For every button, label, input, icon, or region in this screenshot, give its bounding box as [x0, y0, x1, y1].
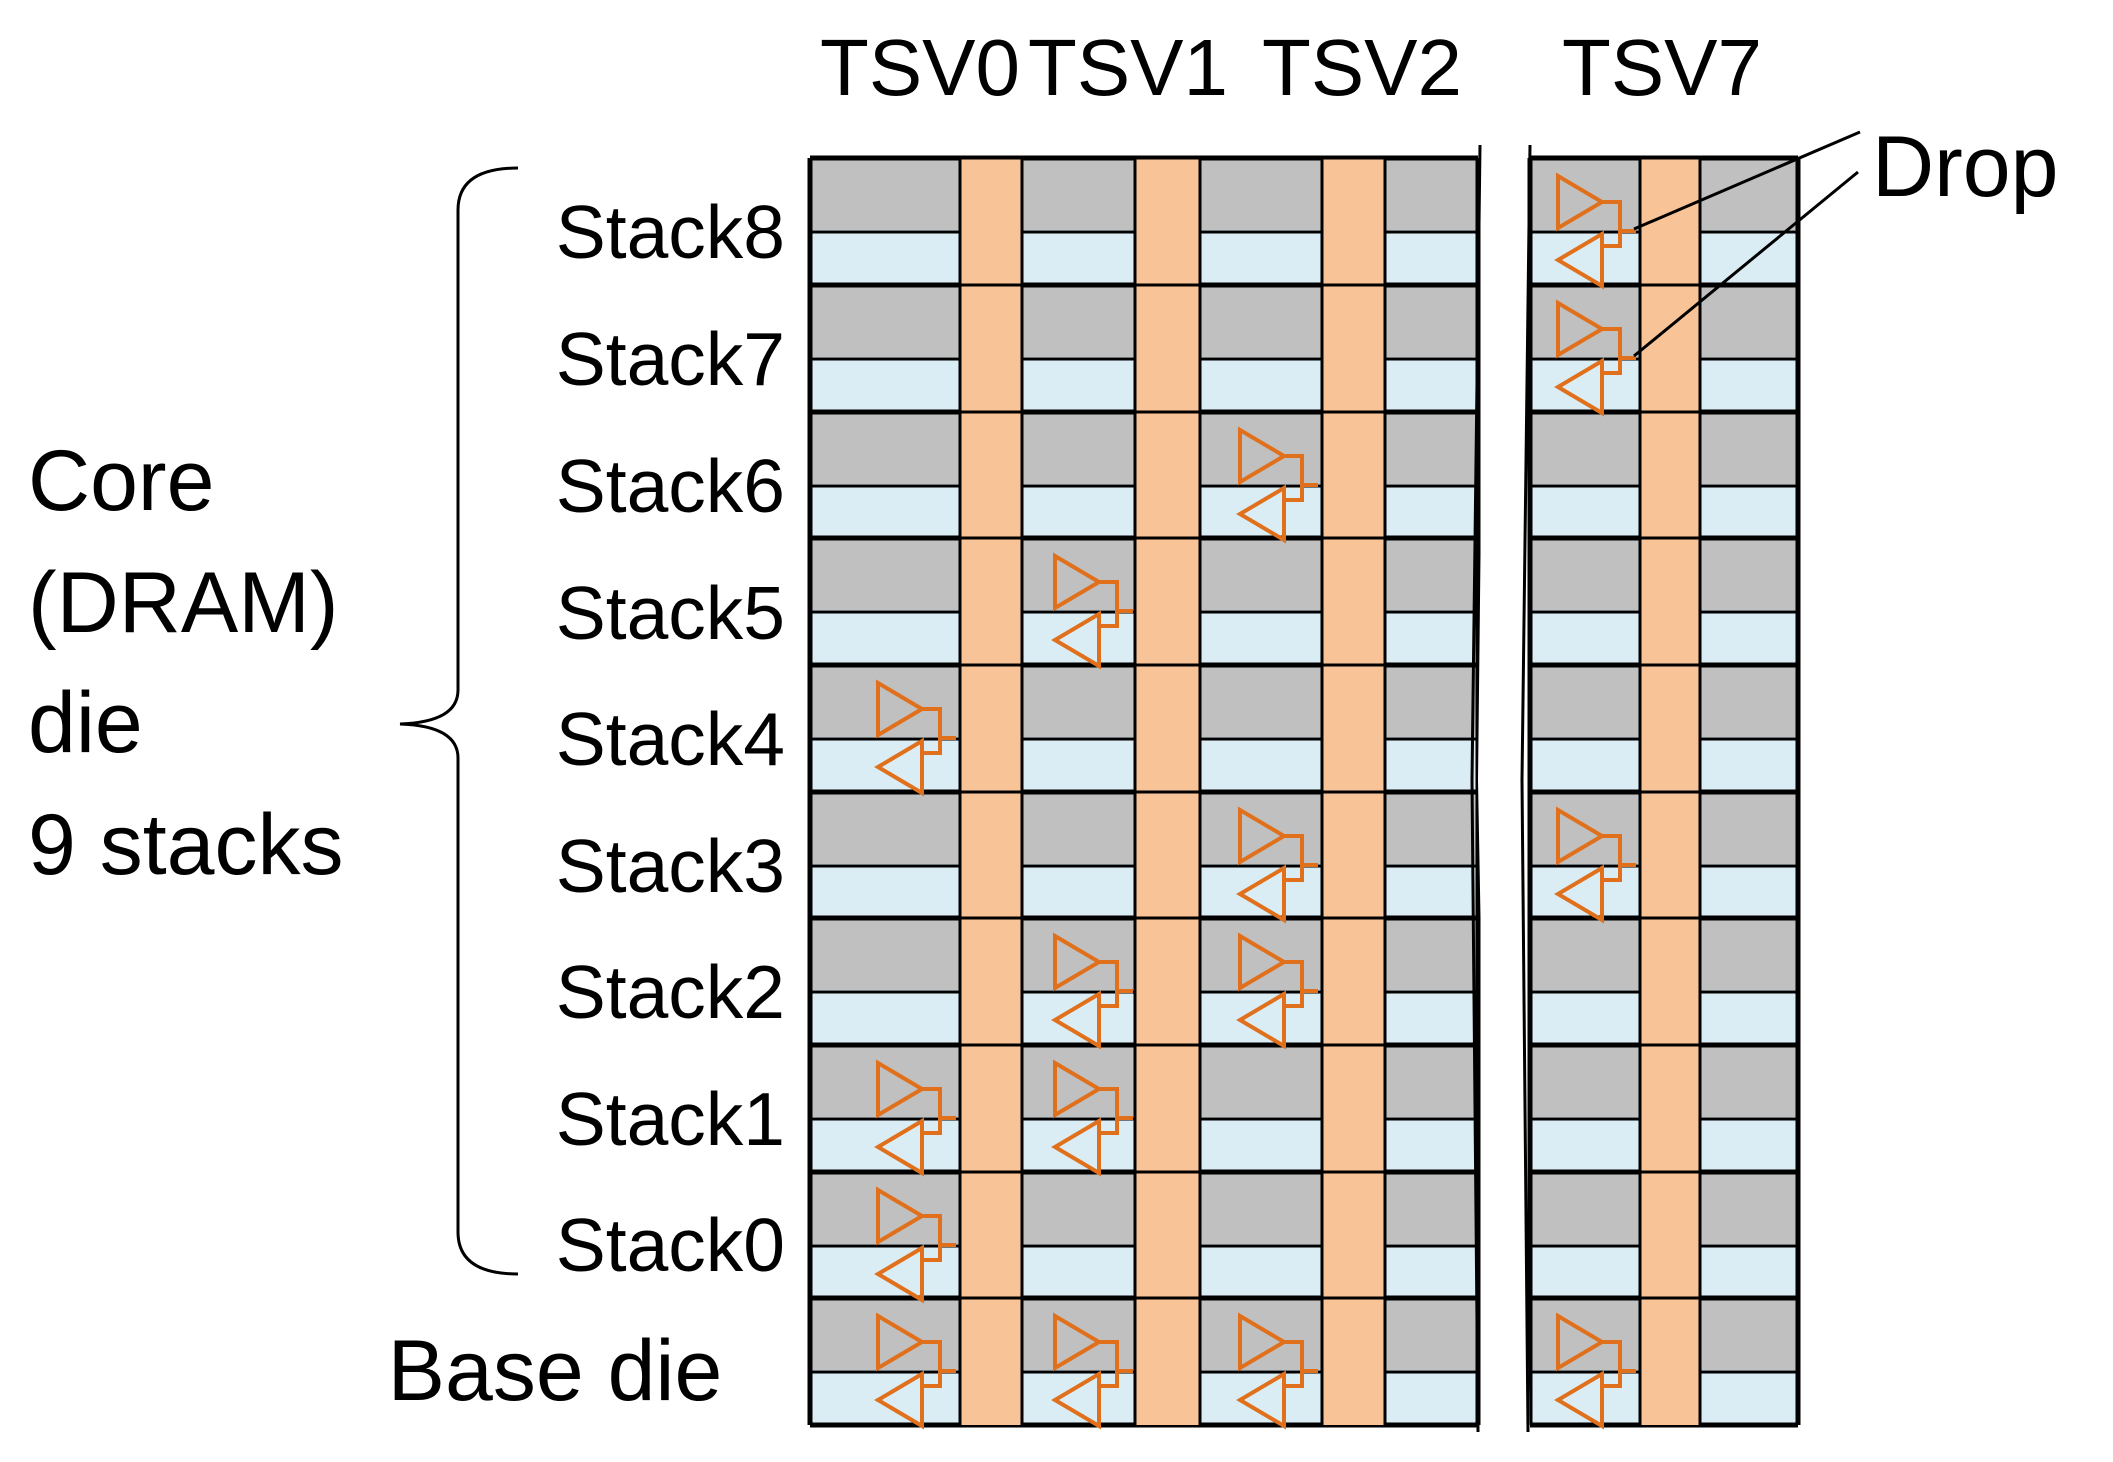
driver-wire [1099, 1087, 1119, 1135]
driver-wire [922, 1087, 942, 1135]
base-die-label: Base die [388, 1323, 723, 1419]
tsv-label-7: TSV7 [1562, 23, 1762, 112]
rx-buffer-icon [1554, 357, 1604, 417]
rx-buffer-icon [874, 1117, 924, 1177]
rx-buffer-icon [874, 1244, 924, 1304]
drop-leader-line [1633, 170, 1859, 358]
tsv-column-tsv1 [1133, 156, 1202, 1425]
tx-buffer-icon [1556, 299, 1606, 359]
core-label-line3: die [28, 675, 143, 771]
rx-buffer-icon [1051, 1370, 1101, 1430]
driver-wire [1284, 834, 1304, 882]
tx-buffer-icon [1053, 1312, 1103, 1372]
stack-label-8: Stack8 [556, 190, 785, 274]
drop-driver-icon [874, 1186, 956, 1304]
stack-label-1: Stack1 [556, 1077, 785, 1161]
rx-buffer-icon [1236, 990, 1286, 1050]
rx-buffer-icon [1236, 864, 1286, 924]
core-label-line2: (DRAM) [28, 555, 339, 651]
tx-buffer-icon [1238, 426, 1288, 486]
tsv-column-tsv0 [958, 156, 1024, 1425]
tsv-label-2: TSV2 [1262, 23, 1462, 112]
stack-label-7: Stack7 [556, 317, 785, 401]
stack-label-0: Stack0 [556, 1203, 785, 1287]
rx-buffer-icon [1051, 1117, 1101, 1177]
drop-driver-icon [1051, 1059, 1133, 1177]
rx-buffer-icon [1236, 484, 1286, 544]
rx-buffer-icon [1236, 1370, 1286, 1430]
drop-driver-icon [1554, 806, 1636, 924]
driver-wire [1284, 454, 1304, 502]
driver-wire [1099, 960, 1119, 1008]
stack-label-3: Stack3 [556, 824, 785, 908]
rx-buffer-icon [1051, 610, 1101, 670]
tx-buffer-icon [1556, 172, 1606, 232]
rx-buffer-icon [1554, 1370, 1604, 1430]
drop-driver-icon [1051, 552, 1133, 670]
rx-buffer-icon [1554, 230, 1604, 290]
tsv-label-1: TSV1 [1028, 23, 1228, 112]
drop-driver-icon [1236, 1312, 1318, 1430]
tx-buffer-icon [876, 1186, 926, 1246]
driver-wire [1602, 1340, 1622, 1388]
drop-driver-icon [874, 679, 956, 797]
tsv-column-tsv7 [1638, 156, 1702, 1425]
labels: TSV0 TSV1 TSV2 TSV7 Stack8 Stack7 Stack6… [28, 23, 2058, 1419]
tx-buffer-icon [876, 679, 926, 739]
core-label-line1: Core [28, 433, 214, 529]
tsv-label-0: TSV0 [820, 23, 1020, 112]
driver-wire [1284, 960, 1304, 1008]
drop-driver-icon [1051, 932, 1133, 1050]
drop-driver-icon [1554, 299, 1636, 417]
rx-buffer-icon [1051, 990, 1101, 1050]
break-edge [1470, 144, 1482, 1433]
stack-grid [807, 144, 1801, 1440]
core-die-brace [399, 166, 519, 1276]
driver-wire [1099, 580, 1119, 628]
core-label-line4: 9 stacks [28, 797, 343, 893]
tx-buffer-icon [876, 1312, 926, 1372]
break-edge [1520, 144, 1532, 1433]
drop-driver-icon [1236, 426, 1318, 544]
drop-driver-icon [1051, 1312, 1133, 1430]
drop-label: Drop [1872, 119, 2058, 215]
tx-buffer-icon [1053, 932, 1103, 992]
drop-driver-icon [874, 1059, 956, 1177]
tx-buffer-icon [1238, 806, 1288, 866]
drop-drivers [874, 130, 1861, 1430]
driver-wire [922, 707, 942, 755]
rx-buffer-icon [1554, 864, 1604, 924]
rx-buffer-icon [874, 737, 924, 797]
drop-driver-icon [1554, 1312, 1636, 1430]
tx-buffer-icon [1556, 1312, 1606, 1372]
tx-buffer-icon [876, 1059, 926, 1119]
drop-driver-icon [1236, 806, 1318, 924]
tx-buffer-icon [1053, 1059, 1103, 1119]
driver-wire [922, 1214, 942, 1262]
stack-label-5: Stack5 [556, 571, 785, 655]
driver-wire [922, 1340, 942, 1388]
drop-driver-icon [1554, 172, 1636, 290]
driver-wire [1284, 1340, 1304, 1388]
driver-wire [1602, 200, 1622, 248]
drop-driver-icon [874, 1312, 956, 1430]
driver-wire [1099, 1340, 1119, 1388]
drop-driver-icon [1236, 932, 1318, 1050]
tx-buffer-icon [1238, 932, 1288, 992]
stack-label-4: Stack4 [556, 697, 785, 781]
rx-buffer-icon [874, 1370, 924, 1430]
drop-leader-line [1633, 130, 1861, 231]
tx-buffer-icon [1053, 552, 1103, 612]
driver-wire [1602, 327, 1622, 375]
tx-buffer-icon [1238, 1312, 1288, 1372]
tx-buffer-icon [1556, 806, 1606, 866]
stack-label-6: Stack6 [556, 444, 785, 528]
axis-break [1478, 150, 1530, 1440]
driver-wire [1602, 834, 1622, 882]
stack-label-2: Stack2 [556, 950, 785, 1034]
tsv-column-tsv2 [1320, 156, 1387, 1425]
